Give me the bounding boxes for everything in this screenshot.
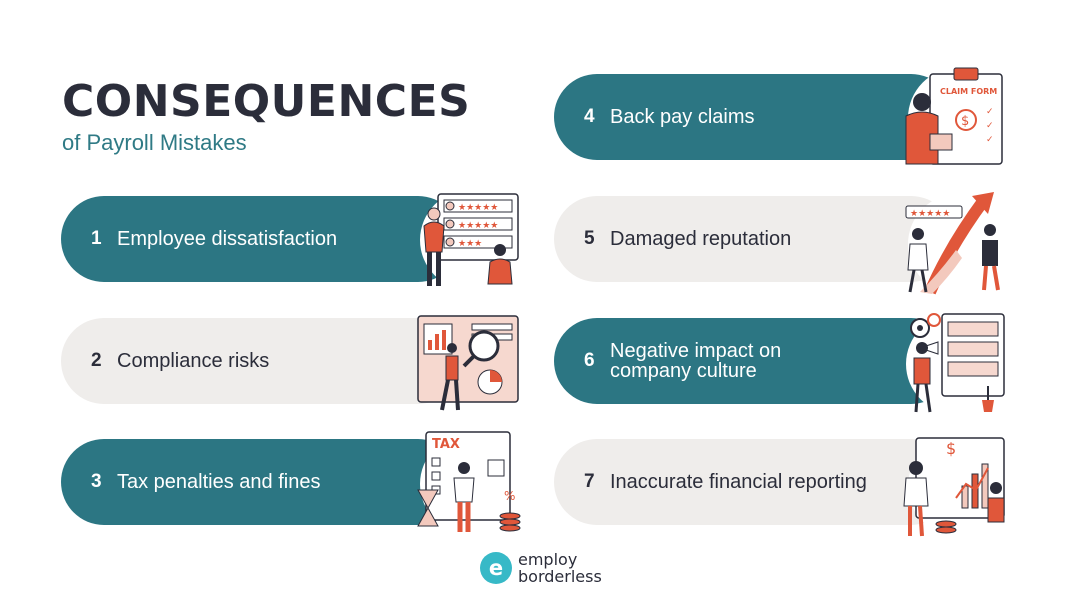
svg-text:✓: ✓ [986, 107, 994, 117]
svg-text:★★★★★: ★★★★★ [458, 221, 498, 231]
claim-form-label: CLAIM FORM [940, 87, 997, 96]
brand-line-2: borderless [518, 567, 602, 586]
consequence-card-2: 2 Compliance risks [61, 318, 461, 404]
card-number: 5 [584, 228, 595, 249]
svg-text:★★★★★: ★★★★★ [910, 209, 950, 219]
svg-text:✓: ✓ [986, 121, 994, 131]
svg-text:★★★★★: ★★★★★ [458, 203, 498, 213]
consequence-card-1: 1 Employee dissatisfaction [61, 196, 461, 282]
consequence-card-6: 6 Negative impact on company culture [554, 318, 954, 404]
card-number: 4 [584, 106, 595, 127]
brand-line-1: employ [518, 550, 578, 569]
page-title: CONSEQUENCES [62, 76, 471, 127]
brand-logo-icon: e [480, 552, 512, 584]
card-label-line-2: company culture [610, 360, 757, 382]
card-label: Back pay claims [610, 106, 755, 128]
svg-text:★★★: ★★★ [458, 239, 482, 249]
consequence-card-5: 5 Damaged reputation [554, 196, 954, 282]
card-number: 7 [584, 471, 595, 492]
consequence-card-4: 4 Back pay claims [554, 74, 954, 160]
tax-penalties-illustration: TAX % [412, 428, 524, 538]
dollar-label: $ [961, 114, 969, 129]
tax-label: TAX [432, 437, 460, 452]
title-block: CONSEQUENCES of Payroll Mistakes [62, 78, 470, 156]
card-number: 2 [91, 350, 102, 371]
card-number: 1 [91, 228, 102, 249]
consequence-card-7: 7 Inaccurate financial reporting [554, 439, 954, 525]
card-label: Inaccurate financial reporting [610, 471, 867, 493]
card-label: Negative impact on company culture [610, 341, 781, 381]
page-subtitle: of Payroll Mistakes [62, 130, 247, 155]
financial-reporting-illustration: $ [900, 428, 1012, 540]
card-label: Employee dissatisfaction [117, 228, 338, 250]
card-label-line-1: Negative impact on [610, 340, 782, 362]
svg-text:$: $ [946, 439, 956, 458]
negative-culture-illustration [898, 308, 1012, 418]
consequence-card-3: 3 Tax penalties and fines [61, 439, 461, 525]
percent-label: % [504, 489, 515, 503]
employee-dissatisfaction-illustration: ★★★★★ ★★★★★ ★★★ [412, 186, 524, 294]
card-number: 3 [91, 471, 102, 492]
brand-wordmark: employ borderless [518, 551, 602, 585]
card-label: Damaged reputation [610, 228, 792, 250]
compliance-risks-illustration [412, 310, 524, 416]
card-label: Compliance risks [117, 350, 270, 372]
card-label: Tax penalties and fines [117, 471, 321, 493]
svg-text:✓: ✓ [986, 135, 994, 145]
brand-logo: e employ borderless [480, 551, 602, 585]
damaged-reputation-illustration: ★★★★★ [900, 186, 1012, 298]
card-number: 6 [584, 350, 595, 371]
back-pay-claims-illustration: CLAIM FORM $ ✓ ✓ ✓ [900, 64, 1012, 172]
